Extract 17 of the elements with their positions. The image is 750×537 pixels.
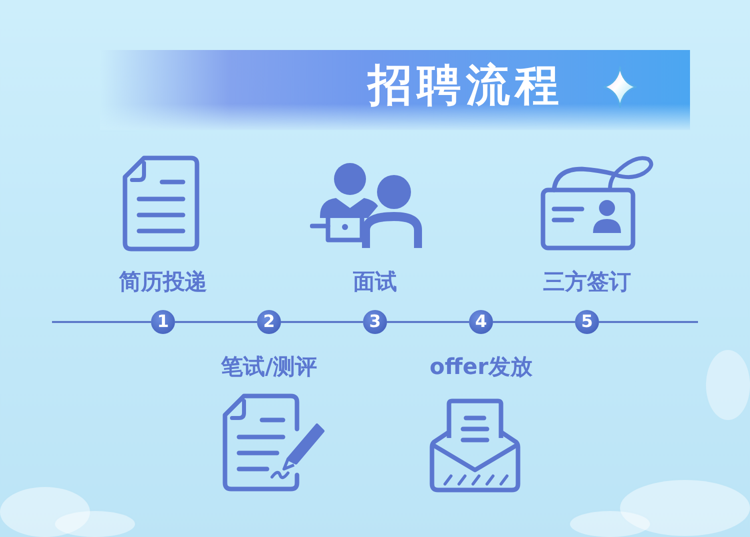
- timeline-line: [387, 321, 469, 323]
- step-marker: 3: [363, 310, 387, 334]
- step-label: 三方签订: [543, 269, 631, 297]
- step-marker: 5: [575, 310, 599, 334]
- step-label: offer发放: [430, 354, 532, 382]
- title: 招聘流程: [368, 59, 564, 113]
- timeline-line: [175, 321, 257, 323]
- step-label: 简历投递: [119, 269, 207, 297]
- step-marker: 1: [151, 310, 175, 334]
- step-label: 笔试/测评: [220, 354, 318, 382]
- timeline-line: [599, 321, 698, 323]
- timeline-line: [52, 321, 151, 323]
- timeline-line: [281, 321, 363, 323]
- step-marker: 2: [257, 310, 281, 334]
- step-label: 面试: [353, 269, 397, 297]
- step-marker: 4: [469, 310, 493, 334]
- timeline-line: [493, 321, 575, 323]
